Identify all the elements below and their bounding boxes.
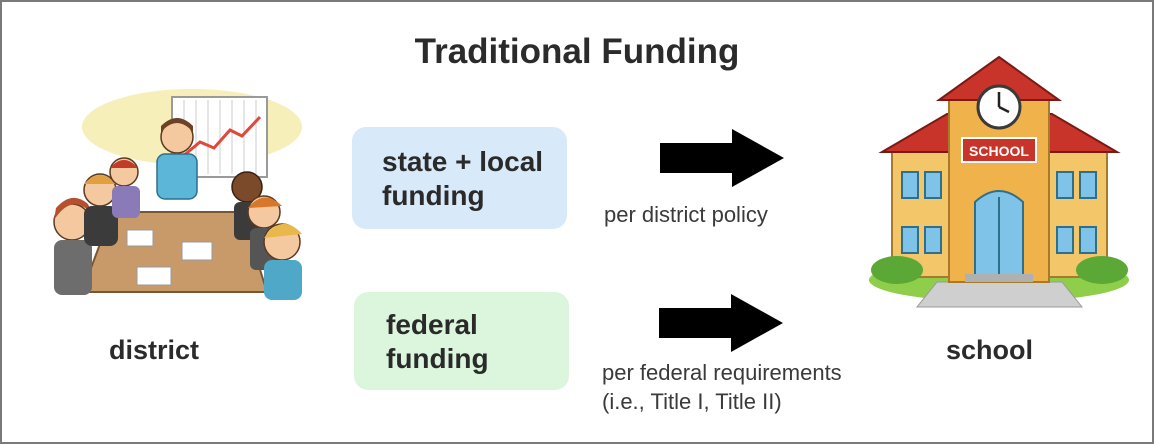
state-local-funding-line2: funding [382,180,485,211]
school-label: school [946,335,1034,365]
federal-funding-line2: funding [386,343,489,374]
district-policy-note: per district policy [604,202,768,227]
federal-requirements-note: per federal requirements (i.e., Title I,… [602,358,842,416]
district-meeting-illustration [53,89,302,300]
state-local-funding-line1: state + local [382,146,544,177]
federal-requirements-line1: per federal requirements [602,360,842,385]
district-label: district [109,335,200,365]
right-arrow-icon [659,294,783,352]
school-building-illustration: SCHOOL [869,55,1129,308]
federal-funding-line1: federal [386,309,478,340]
school-sign-text: SCHOOL [969,143,1029,159]
diagram-title: Traditional Funding [414,32,740,71]
federal-requirements-line2: (i.e., Title I, Title II) [602,389,782,414]
federal-funding-box: federal funding [354,292,569,390]
state-local-funding-box: state + local funding [352,127,567,229]
right-arrow-icon [660,129,784,187]
